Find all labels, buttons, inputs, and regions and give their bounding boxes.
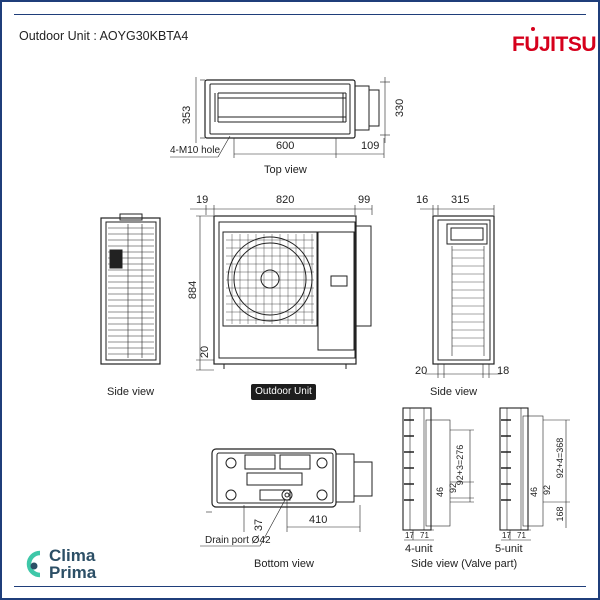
bottom-view-label: Bottom view [254, 558, 314, 570]
clima-prima-logo: Clima Prima [49, 547, 96, 581]
dim-18: 18 [497, 365, 510, 377]
dim-353: 353 [181, 106, 193, 124]
valve-4unit-label: 4-unit [405, 543, 433, 555]
logo-dot-icon [30, 562, 38, 570]
dim-v4-276: 92+3=276 [455, 445, 465, 486]
valve-4unit-drawing [402, 407, 474, 541]
dim-v5-46: 46 [529, 487, 539, 497]
front-view-drawing [190, 205, 373, 371]
outdoor-unit-badge: Outdoor Unit [251, 384, 316, 400]
dim-v5-71: 71 [517, 531, 526, 540]
dim-v5-17: 17 [502, 531, 511, 540]
dim-99: 99 [358, 194, 371, 206]
dim-v4-17: 17 [405, 531, 414, 540]
page-title: Outdoor Unit : AOYG30KBTA4 [19, 29, 189, 43]
dim-330: 330 [394, 99, 406, 117]
top-view-drawing [170, 77, 390, 158]
side-view-right-drawing [420, 205, 501, 378]
brand-dot [531, 27, 535, 31]
logo-line-2: Prima [49, 563, 97, 582]
dim-109: 109 [361, 140, 380, 152]
dim-v4-92: 92 [448, 483, 458, 493]
valve-view-label: Side view (Valve part) [411, 558, 518, 570]
logo-mark-icon [26, 550, 41, 578]
header-divider [14, 14, 586, 15]
side-view-left-drawing [100, 213, 161, 365]
side-view-right-label: Side view [430, 386, 478, 398]
valve-5unit-label: 5-unit [495, 543, 523, 555]
dim-19: 19 [196, 194, 209, 206]
dim-16: 16 [416, 194, 429, 206]
dim-v4-71: 71 [420, 531, 429, 540]
dim-v5-368: 92+4=368 [555, 438, 565, 479]
footer-divider [14, 586, 586, 587]
top-view-label: Top view [264, 164, 307, 176]
dim-v4-46: 46 [435, 487, 445, 497]
dim-600: 600 [276, 140, 295, 152]
logo-line-1: Clima [49, 546, 96, 565]
valve-5unit-drawing [499, 407, 570, 541]
dim-410: 410 [309, 514, 328, 526]
bottom-view-drawing [200, 448, 373, 547]
dim-820: 820 [276, 194, 295, 206]
dim-20-side: 20 [415, 365, 428, 377]
side-view-left-label: Side view [107, 386, 155, 398]
brand-logo: FUJITSU [512, 33, 597, 56]
dim-37: 37 [253, 519, 265, 531]
hole-label: 4-M10 hole [170, 145, 221, 156]
dim-315: 315 [451, 194, 470, 206]
dim-884: 884 [187, 281, 199, 299]
dim-20-front: 20 [199, 346, 211, 358]
dim-v5-92: 92 [542, 485, 552, 495]
dim-v5-168: 168 [555, 506, 565, 521]
drain-port-label: Drain port Ø42 [205, 535, 271, 546]
